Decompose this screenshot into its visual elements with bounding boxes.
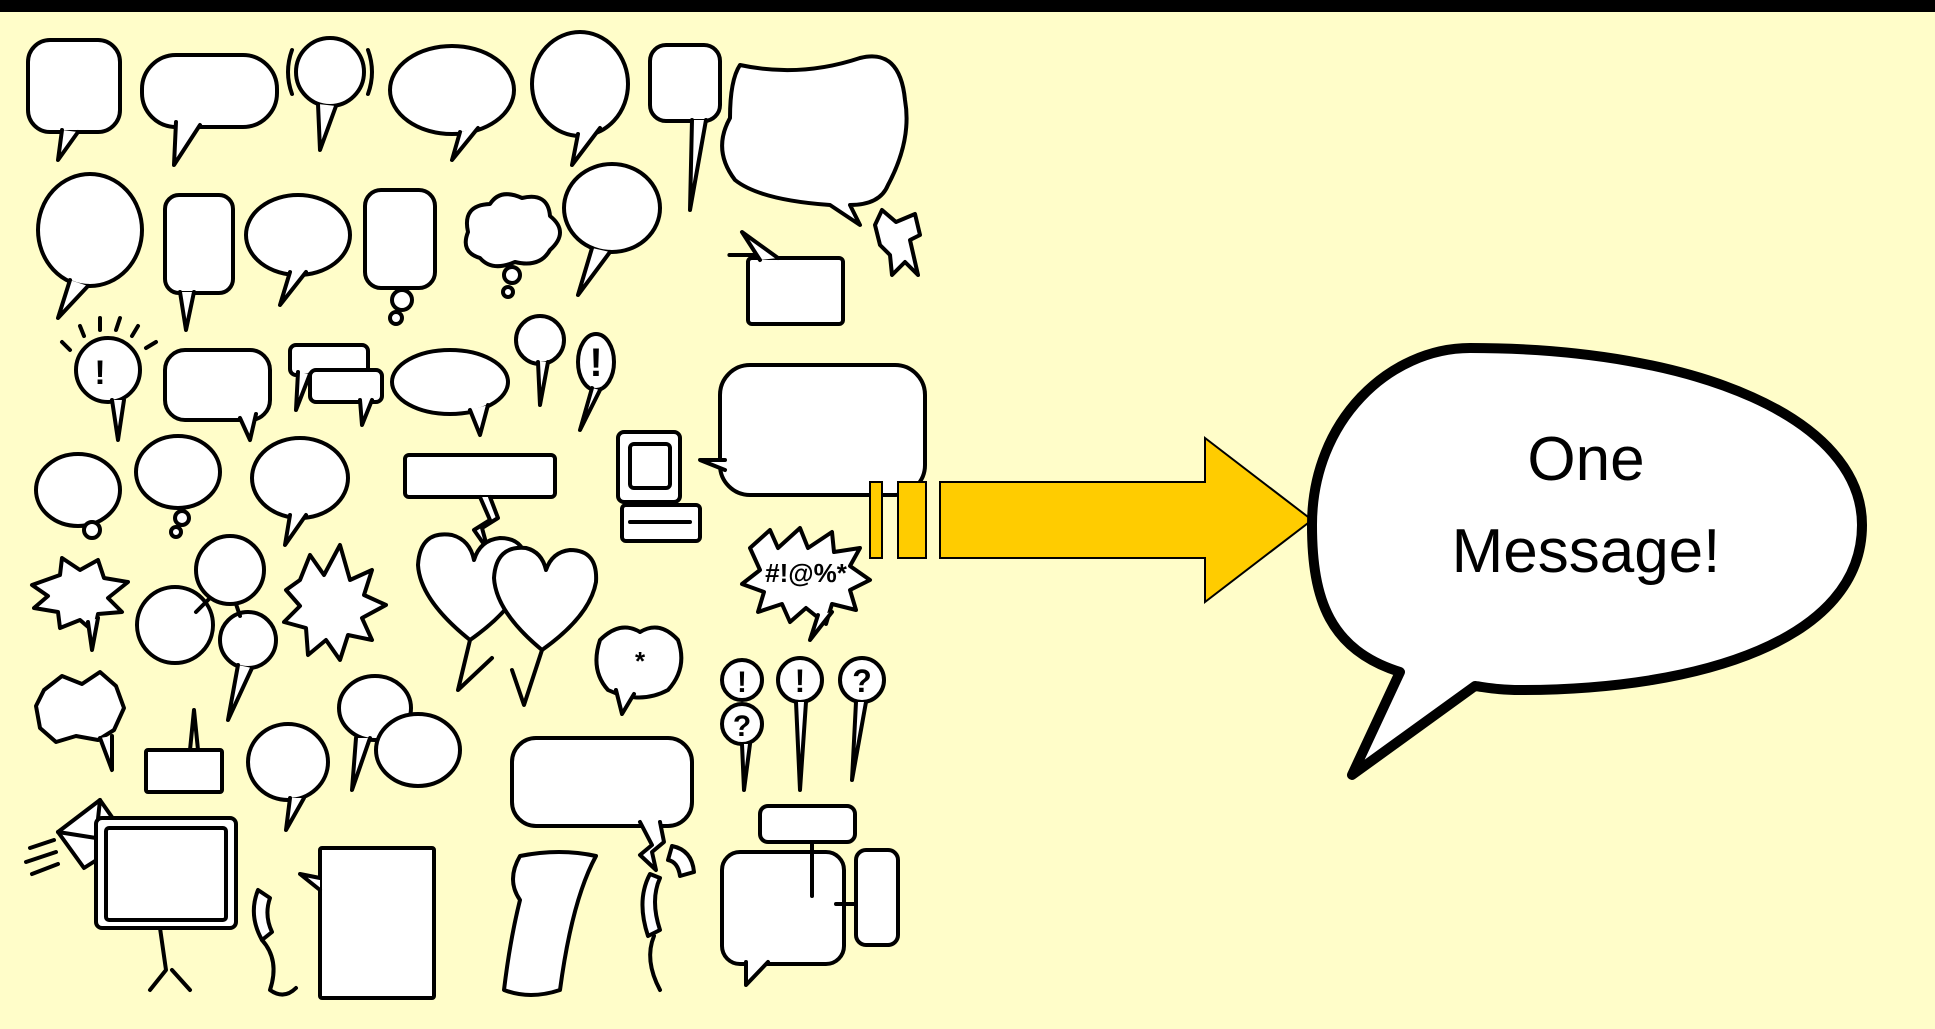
thought-bubble-icon bbox=[134, 434, 222, 539]
speech-bubble-icon bbox=[698, 363, 927, 497]
speech-bubble-icon bbox=[594, 625, 684, 716]
speech-bubble-icon bbox=[648, 43, 722, 212]
bubble-symbols: ! ! ! ? ! ? #!@%* * bbox=[94, 341, 871, 743]
monitor-icon bbox=[94, 816, 238, 992]
phone-icon bbox=[640, 844, 696, 992]
arrow-body bbox=[939, 435, 1314, 605]
speech-bubble-icon bbox=[514, 314, 566, 407]
speech-bubble-icon bbox=[36, 172, 144, 320]
speech-bubble-icon bbox=[286, 36, 374, 152]
speech-bubble-icon bbox=[720, 54, 909, 227]
speech-bubble-icon bbox=[26, 38, 122, 162]
heart-bubble-icon bbox=[416, 532, 599, 707]
phone-icon bbox=[251, 888, 298, 997]
exclamation-bubble-icon bbox=[776, 656, 824, 792]
speech-bubble-icon bbox=[390, 348, 510, 437]
shout-bubble-icon bbox=[30, 556, 130, 652]
speech-bubble-icon bbox=[163, 348, 272, 442]
speech-bubble-icon bbox=[530, 30, 630, 167]
question-symbol-1: ? bbox=[733, 710, 751, 743]
exclaim-symbol-2: ! bbox=[589, 341, 602, 385]
top-border bbox=[0, 0, 1935, 12]
speech-bubble-icon bbox=[403, 453, 557, 552]
exclaim-symbol-3: ! bbox=[737, 666, 747, 699]
merge-arrow bbox=[869, 435, 1314, 605]
diagram-canvas: ! ! ! ? ! ? #!@%* * One Message! bbox=[0, 12, 1935, 1029]
speech-bubble-icon bbox=[250, 436, 350, 547]
exclamation-bubble-icon bbox=[60, 316, 158, 442]
speech-bubble-icon bbox=[163, 193, 235, 332]
exclaim-symbol-1: ! bbox=[94, 354, 105, 392]
speech-bubble-icon bbox=[510, 736, 694, 872]
speech-bubble-icon bbox=[388, 44, 516, 162]
dog-icon bbox=[873, 208, 922, 277]
question-bubble-icon bbox=[720, 658, 764, 792]
speech-bubble-icon bbox=[246, 722, 330, 832]
speech-bubble-icon bbox=[288, 343, 384, 427]
question-symbol-2: ? bbox=[852, 663, 872, 699]
speech-bubble-icon bbox=[298, 846, 436, 1000]
exclaim-symbol-4: ! bbox=[795, 663, 806, 699]
speech-bubble-icon bbox=[727, 230, 845, 326]
thought-bubble-icon bbox=[34, 452, 122, 540]
shout-bubble-icon bbox=[34, 670, 126, 772]
result-bubble-shape bbox=[1307, 343, 1867, 780]
speech-bubble-icon bbox=[244, 193, 352, 307]
result-message-line-2: Message! bbox=[1452, 517, 1721, 586]
scroll-icon bbox=[502, 850, 598, 997]
thought-bubble-icon bbox=[463, 192, 562, 299]
exclamation-bubble-icon bbox=[576, 332, 616, 432]
thought-bubble-icon bbox=[363, 188, 437, 326]
question-bubble-icon bbox=[838, 656, 886, 782]
slide-panel: ! ! ! ? ! ? #!@%* * One Message! bbox=[0, 12, 1935, 1029]
asterisk-symbol: * bbox=[635, 646, 646, 676]
speech-bubble-icon bbox=[720, 804, 900, 987]
speech-bubble-icon bbox=[562, 162, 662, 297]
shout-bubble-icon bbox=[740, 526, 872, 642]
bubble-collection bbox=[24, 30, 927, 1000]
result-message-line-1: One bbox=[1527, 425, 1644, 494]
shout-bubble-icon bbox=[282, 543, 388, 662]
one-message-bubble: One Message! bbox=[1307, 343, 1867, 780]
arrow-stripe-1 bbox=[869, 481, 883, 559]
speech-bubble-icon bbox=[135, 534, 278, 722]
speech-bubble-icon bbox=[144, 708, 224, 794]
speech-bubble-icon bbox=[140, 53, 279, 167]
arrow-stripe-2 bbox=[897, 481, 927, 559]
computer-icon bbox=[616, 430, 702, 543]
speech-bubble-icon bbox=[337, 674, 462, 792]
curse-symbols: #!@%* bbox=[765, 558, 848, 588]
